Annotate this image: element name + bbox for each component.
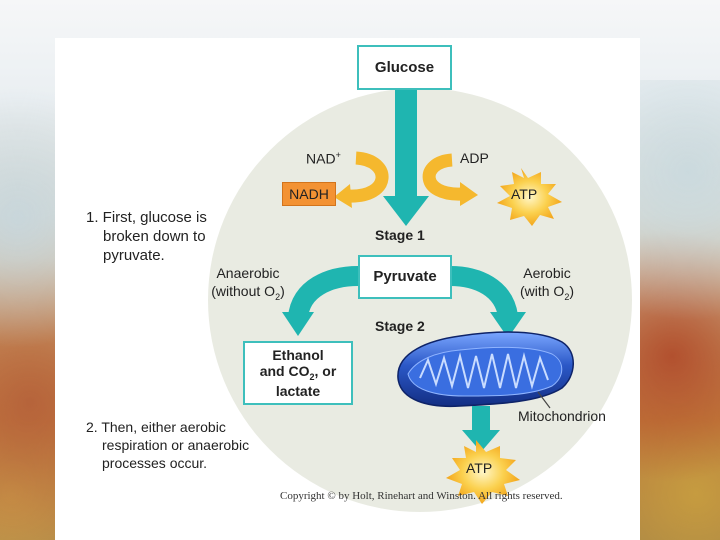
cell-circle [208, 88, 632, 512]
mitochondrion-pointer [537, 391, 551, 409]
glucose-box: Glucose [357, 45, 452, 90]
arrow-glucose-to-pyruvate [383, 88, 429, 226]
stage2-label: Stage 2 [375, 318, 425, 334]
adp-to-atp-arrow [422, 153, 478, 206]
step1-line2: broken down to [103, 228, 206, 245]
step2-line1: 2. Then, either aerobic [86, 419, 226, 435]
step2-line2: respiration or anaerobic [102, 437, 250, 453]
adp-label: ADP [460, 150, 489, 166]
pyruvate-box: Pyruvate [358, 255, 452, 299]
anaerobic-label: Anaerobic (without O2) [211, 265, 285, 302]
step1-line3: pyruvate. [103, 247, 165, 264]
stage1-label: Stage 1 [375, 227, 425, 243]
aerobic-label: Aerobic (with O2) [519, 265, 575, 302]
step2-line3: processes occur. [102, 455, 208, 471]
nadh-label: NADH [289, 186, 329, 202]
atp-bottom-starburst [446, 440, 520, 504]
atp-bottom-label: ATP [466, 460, 493, 476]
copyright-notice: Copyright © by Holt, Rinehart and Winsto… [280, 490, 563, 502]
nadh-box: NADH [282, 182, 336, 206]
step1-line1: 1. First, glucose is [86, 209, 207, 226]
mitochondrion-label: Mitochondrion [518, 408, 606, 424]
atp-top-label: ATP [511, 186, 538, 202]
arrow-mito-to-atp [462, 406, 500, 452]
ethanol-line1: Ethanol [272, 347, 324, 364]
ethanol-line3: lactate [275, 382, 321, 399]
ethanol-line2: and CO2, or [259, 363, 337, 383]
mitochondrion-image [397, 331, 574, 408]
ethanol-co2-lactate-box: Ethanol and CO2, or lactate [243, 341, 353, 405]
pyruvate-label: Pyruvate [373, 268, 437, 286]
atp-top-starburst [497, 168, 562, 226]
background-foliage-left [0, 80, 60, 540]
nad-plus-label: NAD+ [306, 150, 341, 167]
arrow-to-anaerobic [282, 266, 359, 336]
arrow-to-aerobic [449, 266, 526, 338]
step2-text: 2. Then, either aerobic respiration or a… [86, 418, 249, 472]
step1-text: 1. First, glucose is broken down to pyru… [86, 208, 207, 265]
glucose-label: Glucose [374, 58, 435, 76]
background-foliage-right [640, 80, 720, 540]
nad-to-nadh-arrow [334, 151, 389, 208]
